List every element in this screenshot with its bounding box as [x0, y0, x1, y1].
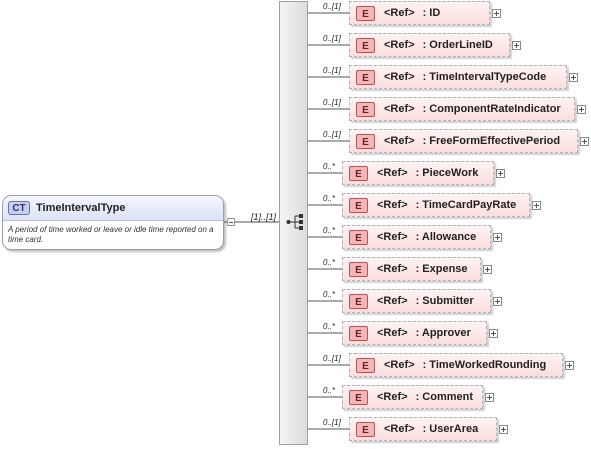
element-name: : TimeIntervalTypeCode	[422, 71, 547, 83]
occurrence-label: 0..[1]	[323, 418, 341, 427]
element-box[interactable]: E <Ref> : PieceWork	[342, 161, 494, 185]
element-box[interactable]: E <Ref> : ID	[349, 1, 490, 25]
element-name: : UserArea	[422, 423, 479, 435]
occurrence-label: 0..*	[323, 226, 336, 235]
element-box[interactable]: E <Ref> : OrderLineID	[349, 33, 510, 57]
element-ref-label: <Ref>	[377, 263, 408, 275]
element-box[interactable]: E <Ref> : Submitter	[342, 289, 491, 313]
element-ref-label: <Ref>	[384, 359, 415, 371]
element-ref-label: <Ref>	[384, 39, 415, 51]
expand-plus-icon[interactable]	[569, 73, 578, 82]
element-badge: E	[356, 133, 375, 149]
element-box[interactable]: E <Ref> : TimeWorkedRounding	[349, 353, 563, 377]
element-ref-label: <Ref>	[377, 231, 408, 243]
expand-plus-icon[interactable]	[485, 393, 494, 402]
complex-type-name: TimeIntervalType	[36, 202, 126, 214]
element-box[interactable]: E <Ref> : TimeIntervalTypeCode	[349, 65, 567, 89]
element-name: : Expense	[415, 263, 468, 275]
element-box[interactable]: E <Ref> : Approver	[342, 321, 487, 345]
expand-plus-icon[interactable]	[499, 425, 508, 434]
occurrence-label: 0..[1]	[323, 34, 341, 43]
element-badge: E	[349, 261, 368, 277]
element-box[interactable]: E <Ref> : UserArea	[349, 417, 497, 441]
element-name: : Comment	[415, 391, 474, 403]
element-badge: E	[356, 5, 375, 21]
expand-plus-icon[interactable]	[492, 9, 501, 18]
sequence-compositor-bar	[279, 1, 308, 445]
occurrence-label: 0..[1]	[323, 130, 341, 139]
element-ref-label: <Ref>	[377, 167, 408, 179]
element-box[interactable]: E <Ref> : Comment	[342, 385, 483, 409]
occurrence-label: 0..[1]	[323, 2, 341, 11]
expand-plus-icon[interactable]	[512, 41, 521, 50]
complex-type-documentation: A period of time worked or leave or idle…	[8, 225, 214, 244]
element-ref-label: <Ref>	[384, 103, 415, 115]
element-badge: E	[356, 101, 375, 117]
element-badge: E	[349, 325, 368, 341]
occurrence-label: 0..[1]	[323, 354, 341, 363]
expand-plus-icon[interactable]	[496, 169, 505, 178]
element-ref-label: <Ref>	[384, 7, 415, 19]
element-ref-label: <Ref>	[384, 423, 415, 435]
element-badge: E	[349, 229, 368, 245]
expand-plus-icon[interactable]	[483, 265, 492, 274]
expand-plus-icon[interactable]	[489, 329, 498, 338]
expand-plus-icon[interactable]	[493, 233, 502, 242]
element-ref-label: <Ref>	[377, 295, 408, 307]
expand-plus-icon[interactable]	[580, 137, 589, 146]
occurrence-label: 0..*	[323, 258, 336, 267]
occurrence-label: 0..[1]	[323, 66, 341, 75]
occurrence-label: 0..[1]	[323, 98, 341, 107]
occurrence-label: 0..*	[323, 386, 336, 395]
element-ref-label: <Ref>	[384, 71, 415, 83]
element-name: : OrderLineID	[422, 39, 493, 51]
element-name: : ID	[422, 7, 441, 19]
element-box[interactable]: E <Ref> : FreeFormEffectivePeriod	[349, 129, 578, 153]
expand-plus-icon[interactable]	[577, 105, 586, 114]
element-name: : Approver	[415, 327, 471, 339]
element-badge: E	[349, 293, 368, 309]
element-name: : ComponentRateIndicator	[422, 103, 561, 115]
complex-type-header: CT TimeIntervalType	[3, 196, 223, 221]
sequence-cardinality-label: [1]..[1]	[251, 212, 277, 222]
sequence-icon[interactable]	[286, 214, 304, 230]
complex-type-badge: CT	[8, 201, 30, 215]
element-badge: E	[349, 165, 368, 181]
element-box[interactable]: E <Ref> : TimeCardPayRate	[342, 193, 530, 217]
element-badge: E	[356, 421, 375, 437]
element-box[interactable]: E <Ref> : Expense	[342, 257, 481, 281]
element-name: : FreeFormEffectivePeriod	[422, 135, 561, 147]
element-name: : TimeCardPayRate	[415, 199, 517, 211]
element-badge: E	[349, 197, 368, 213]
element-ref-label: <Ref>	[377, 199, 408, 211]
occurrence-label: 0..*	[323, 322, 336, 331]
expand-plus-icon[interactable]	[565, 361, 574, 370]
element-ref-label: <Ref>	[377, 327, 408, 339]
element-badge: E	[356, 37, 375, 53]
element-ref-label: <Ref>	[377, 391, 408, 403]
occurrence-label: 0..*	[323, 162, 336, 171]
element-badge: E	[349, 389, 368, 405]
element-box[interactable]: E <Ref> : Allowance	[342, 225, 491, 249]
element-badge: E	[356, 357, 375, 373]
element-ref-label: <Ref>	[384, 135, 415, 147]
complex-type-box[interactable]: CT TimeIntervalType A period of time wor…	[2, 195, 224, 250]
element-name: : Submitter	[415, 295, 474, 307]
collapse-toggle-icon[interactable]	[227, 218, 235, 226]
element-box[interactable]: E <Ref> : ComponentRateIndicator	[349, 97, 575, 121]
element-name: : PieceWork	[415, 167, 479, 179]
element-name: : TimeWorkedRounding	[422, 359, 547, 371]
occurrence-label: 0..*	[323, 290, 336, 299]
expand-plus-icon[interactable]	[532, 201, 541, 210]
expand-plus-icon[interactable]	[493, 297, 502, 306]
occurrence-label: 0..*	[323, 194, 336, 203]
element-badge: E	[356, 69, 375, 85]
element-name: : Allowance	[415, 231, 477, 243]
